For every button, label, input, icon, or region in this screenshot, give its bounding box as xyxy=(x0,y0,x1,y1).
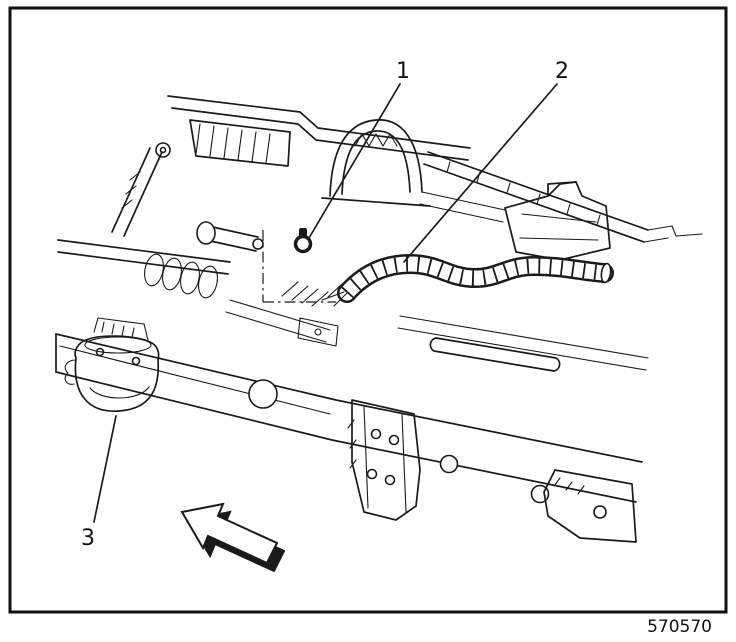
callout-2-label: 2 xyxy=(555,59,569,84)
callouts: 1 2 3 xyxy=(81,59,569,551)
center-tower xyxy=(321,119,506,223)
arrow-face xyxy=(180,502,279,565)
chassis-drawing xyxy=(55,95,703,573)
hose-clip xyxy=(293,228,313,254)
callout-3-label: 3 xyxy=(81,526,95,551)
figure-number: 570570 xyxy=(647,617,712,637)
floor-panel xyxy=(397,315,649,372)
centerline xyxy=(262,230,336,307)
leader-line-2 xyxy=(403,83,558,263)
main-frame-rail xyxy=(55,333,643,504)
left-suspension xyxy=(57,221,339,347)
right-bracket xyxy=(543,469,637,543)
far-right-rail xyxy=(423,151,703,261)
front-direction-arrow xyxy=(180,502,286,573)
leader-line-3 xyxy=(93,415,117,523)
diagram-border xyxy=(8,6,728,614)
crossmember xyxy=(347,399,421,521)
callout-1-label: 1 xyxy=(396,59,410,84)
jounce-bumper xyxy=(64,317,160,412)
vent-hose xyxy=(321,253,614,307)
leader-line-1 xyxy=(308,83,401,239)
